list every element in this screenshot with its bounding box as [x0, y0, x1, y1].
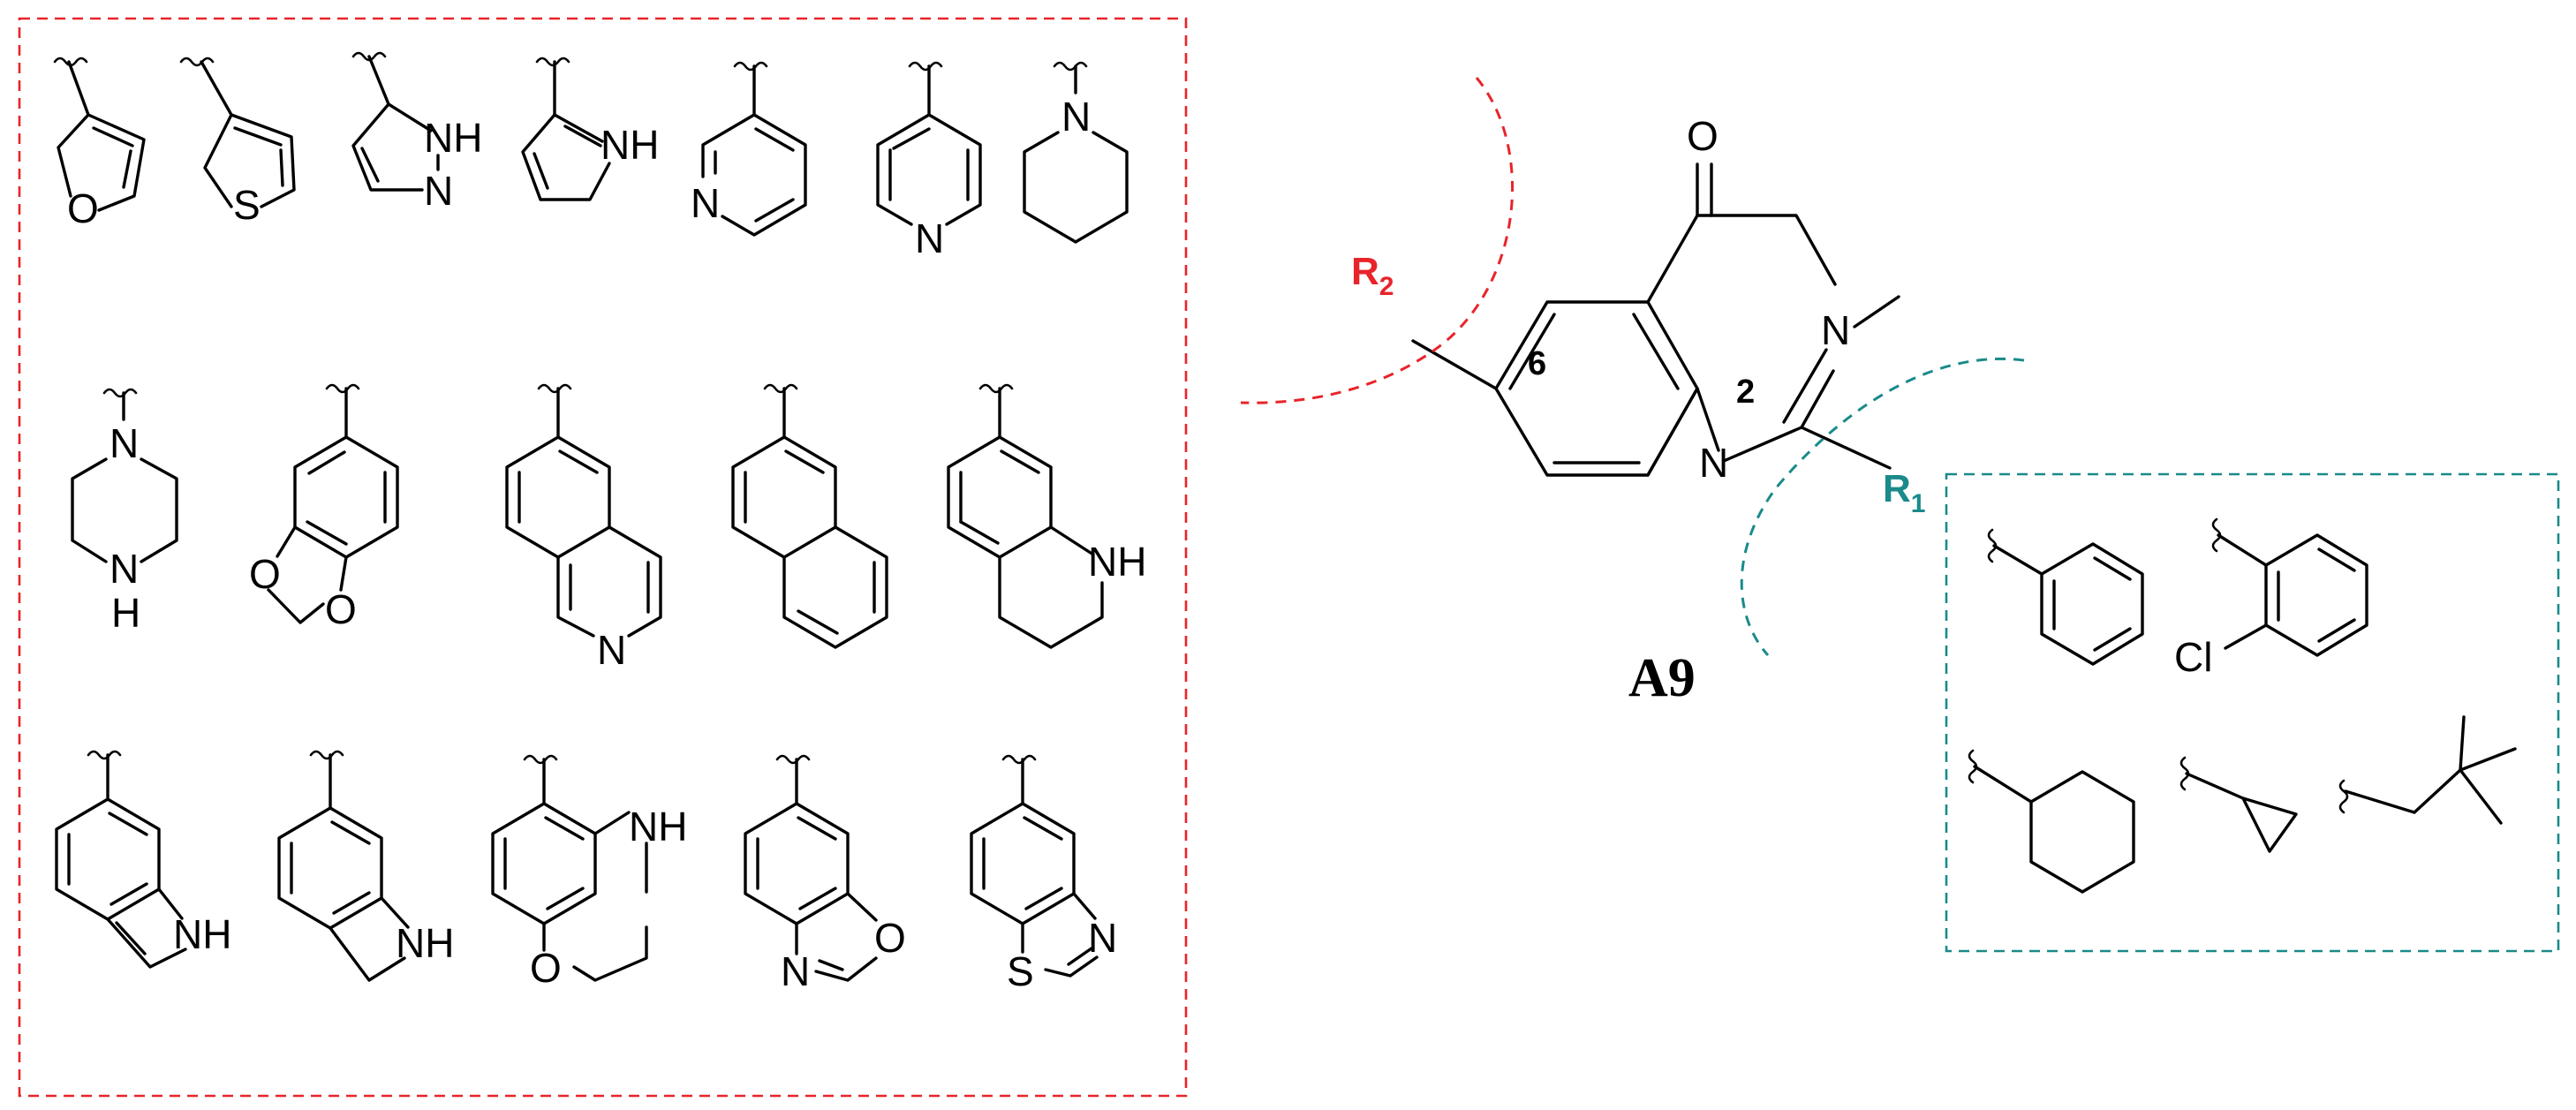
r1-substituent-box [1945, 472, 2560, 953]
core-oxygen: O [1687, 113, 1719, 159]
r1-chloro-atom: Cl [2174, 634, 2212, 680]
r2-pyridine4-atom: N [915, 215, 944, 261]
r2-item-piperazine: N N H [71, 388, 178, 636]
r2-indole-atom: NH [173, 911, 231, 957]
r2-piperazine-atom-n4: N [110, 546, 139, 592]
r2-benzodioxole-atom-o1: O [249, 551, 281, 597]
r2-benzoxazine-atom-o: O [530, 945, 562, 991]
r2-item-indole: NH [55, 750, 231, 969]
r2-thiophene-atom: S [233, 182, 261, 228]
r1-item-cyclohexyl [1968, 749, 2135, 894]
r2-item-naphthalene [731, 383, 888, 649]
r2-furan-atom: O [67, 185, 99, 231]
position-6-label: 6 [1528, 345, 1546, 382]
r1-item-cyclopropyl [2179, 756, 2298, 853]
core-scaffold [1411, 162, 1900, 477]
r2-benzothiazole-atom-n: N [1088, 915, 1117, 961]
r2-item-piperidine: N [1023, 61, 1129, 244]
r2-item-thiophene: S [179, 57, 296, 228]
position-2-label: 2 [1736, 374, 1755, 411]
r2-piperazine-atom-n1: N [110, 420, 139, 466]
r1-item-chlorophenyl: Cl [2174, 517, 2368, 680]
r2-item-benzodioxole: O O [249, 383, 399, 632]
r2-item-benzoxazole: O N [744, 754, 906, 994]
r1-label: R1 [1883, 467, 1925, 518]
r2-label: R2 [1351, 250, 1394, 301]
r2-piperazine-atom-h: H [111, 590, 140, 636]
r2-arc [1240, 77, 1515, 404]
r2-pyridine3-atom: N [691, 180, 720, 226]
r2-item-indoline: NH [277, 750, 454, 982]
r2-benzothiazole-atom-s: S [1007, 948, 1034, 994]
r2-benzoxazine-atom-nh: NH [629, 804, 687, 849]
r2-item-benzothiazole: N S [970, 754, 1117, 994]
r2-substituent-box [18, 17, 1188, 1098]
r2-benzoxazole-atom-o: O [874, 915, 906, 961]
r2-benzoxazole-atom-n: N [781, 948, 810, 994]
r2-item-benzoxazine: NH O [491, 754, 687, 991]
core-n3: N [1821, 307, 1850, 353]
r2-item-pyridine-3: N [691, 61, 807, 237]
r2-item-pyrazole: NH N [351, 51, 482, 214]
r2-pyrazole-atom-nh: NH [424, 115, 482, 161]
core-n1: N [1699, 440, 1728, 486]
r2-pyrazole-atom-n: N [424, 168, 453, 214]
compound-name: A9 [1628, 648, 1696, 708]
r1-arc [1740, 358, 2025, 657]
r2-benzodioxole-atom-o2: O [325, 586, 357, 632]
r2-item-pyridine-4: N [876, 61, 982, 261]
r2-thq-atom: NH [1088, 539, 1146, 585]
r2-item-furan: O [53, 57, 146, 231]
r2-item-pyrrole: NH [521, 57, 659, 201]
r2-isoquinoline-atom: N [597, 627, 626, 673]
r1-item-neopentyl [2338, 715, 2517, 825]
r1-item-phenyl [1987, 528, 2144, 666]
r2-piperidine-atom: N [1061, 94, 1091, 140]
r2-pyrrole-atom: NH [601, 122, 659, 168]
r2-item-tetrahydroquinoline: NH [947, 383, 1146, 649]
r2-item-isoquinoline: N [505, 383, 662, 673]
r2-indoline-atom: NH [396, 920, 454, 966]
